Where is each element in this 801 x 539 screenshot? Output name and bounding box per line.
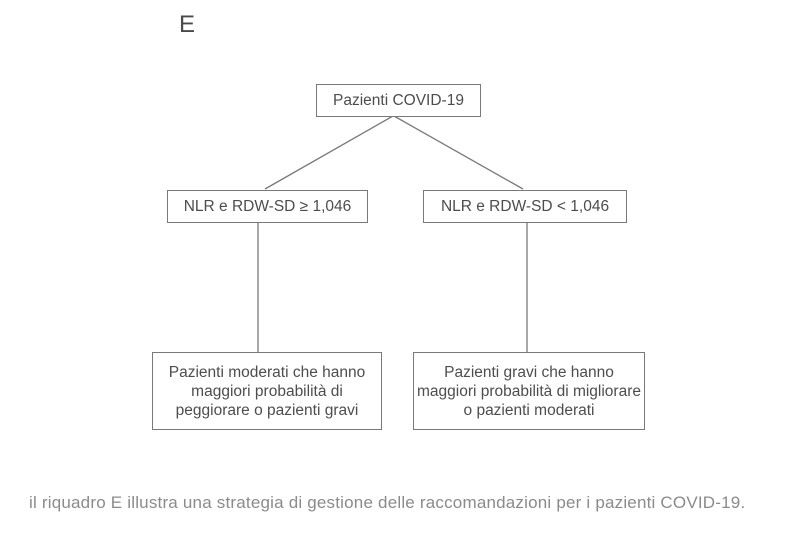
flowchart-node-condition-high-label: NLR e RDW-SD ≥ 1,046 [183,198,352,215]
flowchart-node-root: Pazienti COVID-19 [316,84,481,117]
flowchart-node-outcome-low: Pazienti gravi che hanno maggiori probab… [413,352,645,430]
connector-root-to-right-condition [393,115,524,190]
figure-caption: il riquadro E illustra una strategia di … [29,493,746,512]
flowchart-node-condition-high: NLR e RDW-SD ≥ 1,046 [167,190,368,223]
flowchart-node-root-label: Pazienti COVID-19 [333,92,464,109]
flowchart-node-outcome-high: Pazienti moderati che hanno maggiori pro… [152,352,382,430]
flowchart-node-condition-low-label: NLR e RDW-SD < 1,046 [440,198,610,215]
connector-root-to-left-condition [264,115,394,190]
panel-label: E [179,11,196,38]
flowchart-node-outcome-high-label: Pazienti moderati che hanno maggiori pro… [168,363,366,419]
flowchart-node-outcome-low-label: Pazienti gravi che hanno maggiori probab… [417,363,641,419]
flowchart-node-condition-low: NLR e RDW-SD < 1,046 [423,190,627,223]
